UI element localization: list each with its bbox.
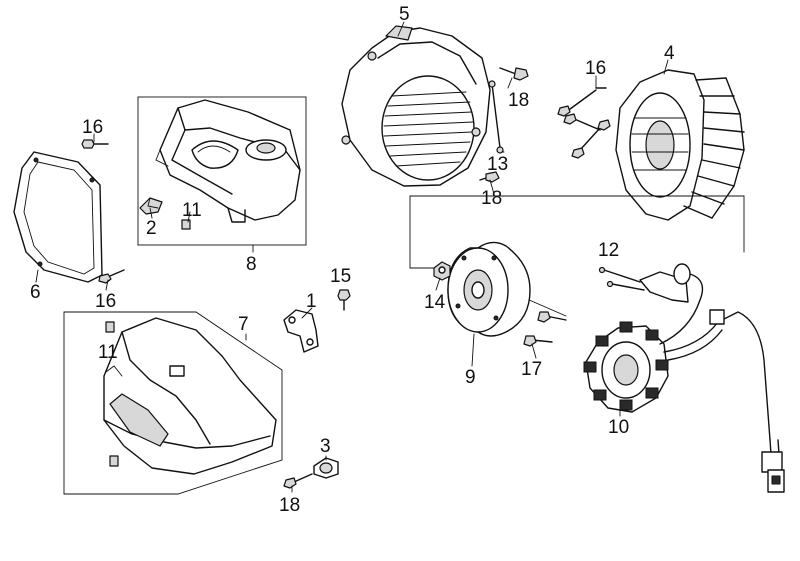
part-18-bolt-cover-lower[interactable] [479, 171, 500, 183]
callout-5: 5 [399, 4, 410, 25]
callout-15: 15 [330, 266, 351, 287]
part-16-bolt-left-upper[interactable] [81, 139, 109, 149]
part-11-clip-lower[interactable] [105, 321, 119, 467]
part-7-lower-shroud[interactable] [103, 317, 277, 475]
callout-2: 2 [146, 218, 157, 239]
part-4-cooling-fan[interactable] [615, 69, 745, 221]
callout-11-upper: 11 [182, 200, 202, 221]
callout-8: 8 [246, 254, 257, 275]
part-2-clip[interactable] [139, 197, 163, 215]
part-11-nut-upper[interactable] [181, 219, 191, 230]
part-16-bolt-left-lower[interactable] [98, 269, 125, 284]
part-18-bolt-cover-upper[interactable] [499, 67, 529, 81]
callouts: 5 4 16 16 16 18 18 18 13 2 11 11 8 6 15 … [30, 4, 675, 516]
callout-18-cover-upper: 18 [508, 90, 529, 111]
callout-18-bottom: 18 [279, 495, 300, 516]
callout-17: 17 [521, 359, 542, 380]
part-5-fan-cover[interactable] [341, 25, 491, 187]
part-3-clamp[interactable] [313, 457, 339, 479]
callout-16-fan: 16 [585, 58, 606, 79]
callout-14: 14 [424, 292, 446, 313]
frame-part-8 [137, 96, 307, 253]
callout-12: 12 [598, 240, 619, 261]
callout-6: 6 [30, 282, 41, 303]
callout-16-upper-left: 16 [82, 117, 103, 138]
callout-13: 13 [487, 154, 508, 175]
callout-3: 3 [320, 436, 331, 457]
callout-11-lower: 11 [98, 342, 118, 363]
leader-lines [35, 21, 669, 493]
callout-9: 9 [465, 367, 476, 388]
part-10-stator[interactable] [583, 273, 785, 493]
callout-4: 4 [664, 43, 675, 64]
part-8-upper-shroud[interactable] [155, 99, 301, 223]
part-17-bolts[interactable] [523, 311, 567, 347]
fan-cover-grille [383, 91, 474, 167]
frame-part-7 [63, 311, 283, 495]
part-13-bolt[interactable] [488, 80, 504, 154]
callout-7: 7 [238, 314, 249, 335]
part-18-bolt-lower[interactable] [283, 473, 313, 489]
part-14-nut[interactable] [433, 261, 451, 281]
callout-10: 10 [608, 417, 629, 438]
callout-16-lower-left: 16 [95, 291, 116, 312]
part-15-bolt[interactable] [337, 289, 351, 311]
part-6-gasket[interactable] [13, 151, 103, 283]
callout-1: 1 [306, 291, 317, 312]
part-16-bolts-fan[interactable] [557, 87, 611, 159]
callout-18-cover-lower: 18 [481, 188, 502, 209]
part-1-bracket[interactable] [283, 309, 319, 353]
part-12-pickup-coil[interactable] [598, 263, 691, 303]
frame-flywheel-fan [409, 195, 745, 317]
part-9-flywheel[interactable] [447, 241, 531, 337]
stator-poles [583, 321, 669, 411]
fan-blades [683, 77, 745, 219]
